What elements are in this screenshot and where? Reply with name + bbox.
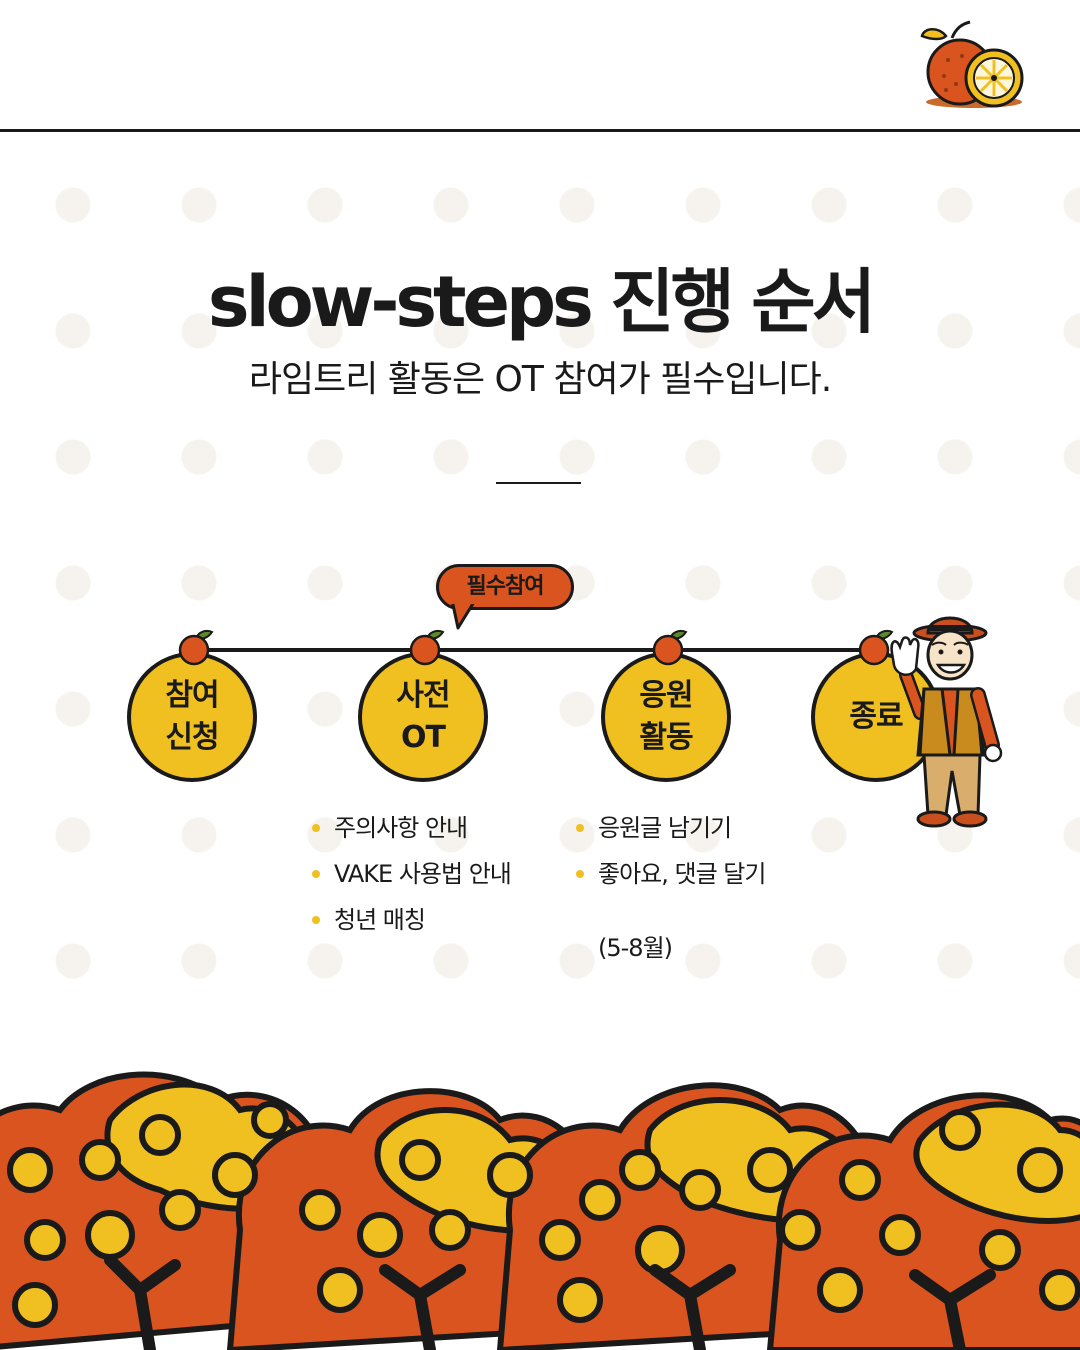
- orange-icon: [652, 629, 688, 666]
- badge-tail: [450, 600, 480, 630]
- page-title: slow-steps 진행 순서: [207, 261, 876, 343]
- ot-details-list: 주의사항 안내 VAKE 사용법 안내 청년 매칭: [312, 812, 512, 950]
- support-period: (5-8월): [598, 934, 673, 962]
- orange-icon: [858, 629, 894, 666]
- section-divider: [496, 482, 581, 484]
- list-item: 주의사항 안내: [312, 812, 511, 858]
- header-divider: [0, 129, 1080, 132]
- page-subtitle: 라임트리 활동은 OT 참여가 필수입니다.: [248, 359, 832, 400]
- orange-icon: [178, 629, 214, 666]
- timeline-line: [190, 648, 880, 652]
- old-man-waving-illustration: [890, 616, 1003, 828]
- step-pre-ot: 사전 OT: [358, 652, 488, 782]
- list-item: 청년 매칭: [312, 904, 511, 950]
- orange-logo-icon: [920, 20, 1024, 108]
- step-label: 응원 활동: [639, 678, 693, 755]
- process-flow: 필수참여 참여 신청 사전 OT 응원 활동 종료: [0, 560, 1080, 980]
- step-label: 사전 OT: [396, 678, 450, 755]
- list-item: 응원글 남기기: [576, 812, 765, 858]
- list-item: VAKE 사용법 안내: [312, 858, 512, 904]
- orange-icon: [409, 629, 445, 666]
- bullet-icon: [312, 824, 320, 832]
- support-details-list: 응원글 남기기 좋아요, 댓글 달기: [576, 812, 766, 904]
- step-label: 참여 신청: [165, 678, 219, 755]
- step-label: 종료: [849, 699, 903, 734]
- orange-trees-illustration: [0, 1071, 1080, 1350]
- bullet-icon: [576, 870, 584, 878]
- bullet-icon: [312, 916, 320, 924]
- bullet-icon: [312, 870, 320, 878]
- step-apply: 참여 신청: [127, 652, 257, 782]
- step-support: 응원 활동: [601, 652, 731, 782]
- list-item: 좋아요, 댓글 달기: [576, 858, 766, 904]
- bullet-icon: [576, 824, 584, 832]
